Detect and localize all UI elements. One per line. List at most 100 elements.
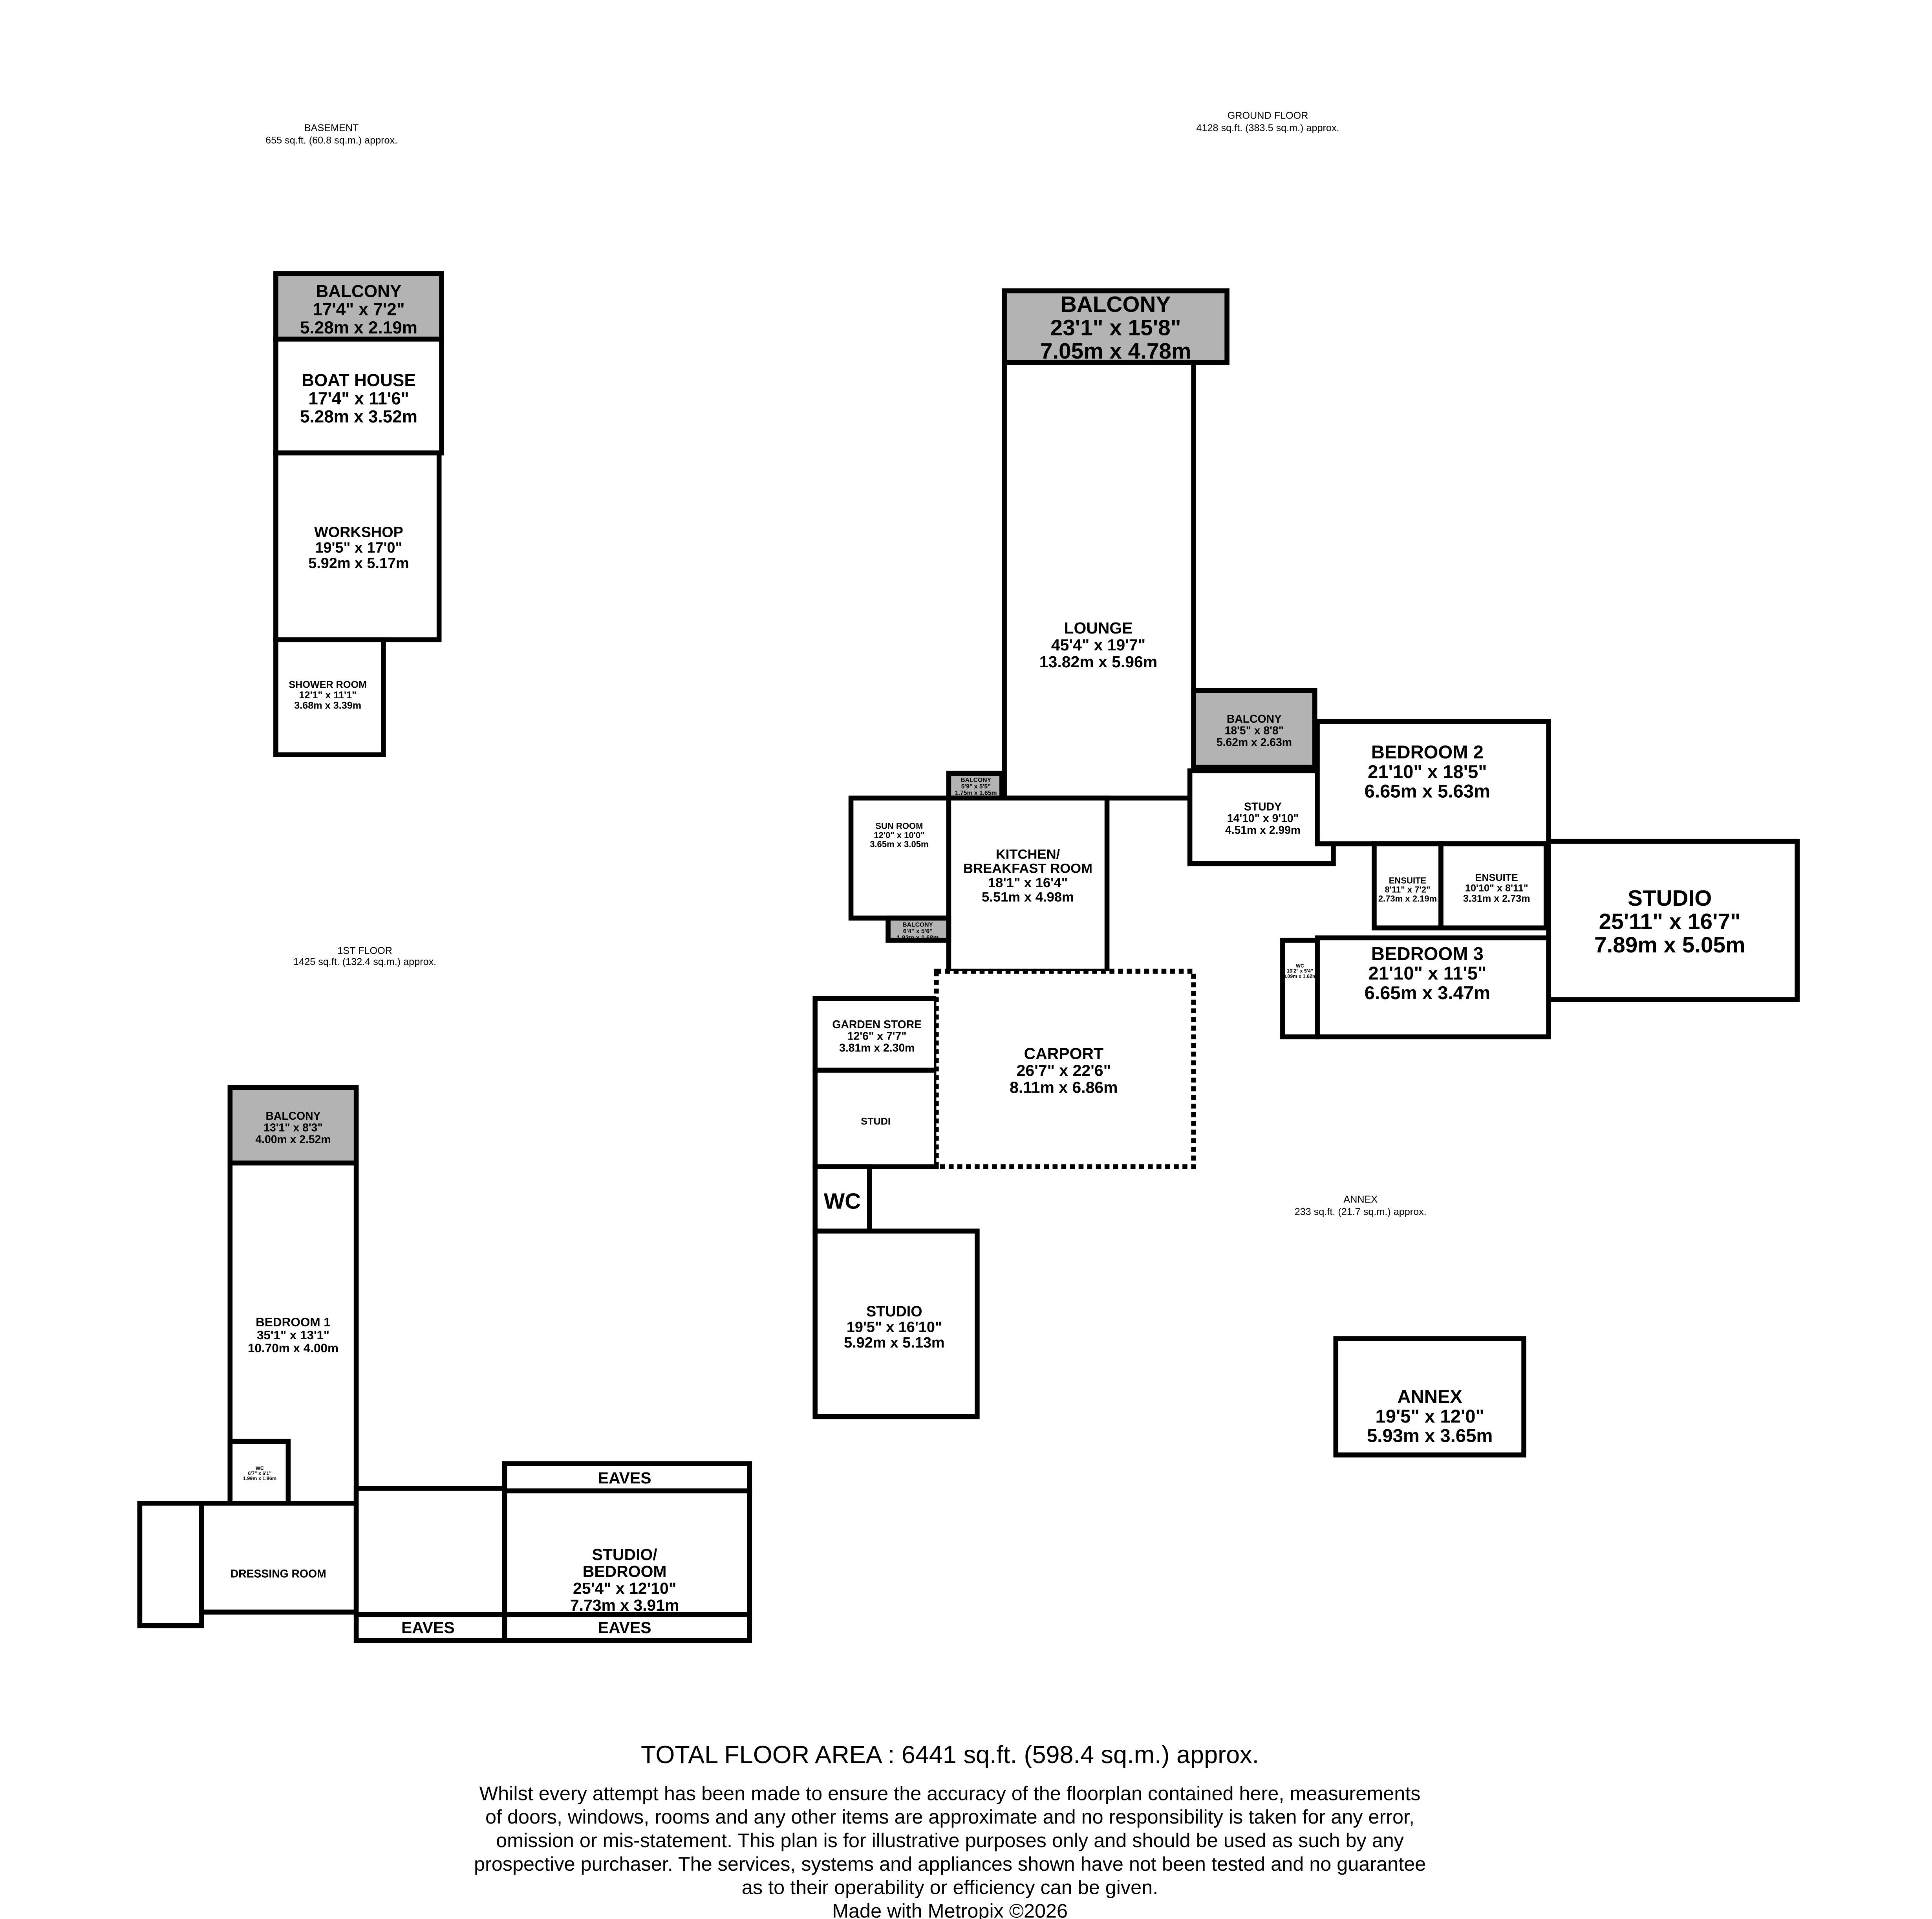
room-metric-size: 13.82m x 5.96m [1039, 653, 1157, 671]
room-metric-size: 5.28m x 2.19m [300, 318, 417, 337]
room-studio [812, 1229, 980, 1419]
room-name: BEDROOM 3 [1371, 944, 1484, 965]
room-imperial-size: 25'4" x 12'10" [573, 1579, 676, 1597]
floor-title-basement: BASEMENT [304, 123, 359, 134]
room-annex [1333, 1336, 1526, 1458]
room-metric-size: 3.31m x 2.73m [1463, 893, 1530, 904]
room-metric-size: 5.28m x 3.52m [300, 407, 417, 427]
disclaimer-line: Whilst every attempt has been made to en… [479, 1782, 1421, 1804]
room-name: EAVES [598, 1469, 651, 1487]
room-name: SUN ROOM [875, 821, 923, 831]
room-room [353, 1486, 507, 1617]
room-metric-size: 7.73m x 3.91m [570, 1596, 679, 1614]
room-metric-size: 3.68m x 3.39m [294, 700, 361, 711]
room-name: ENSUITE [1389, 875, 1426, 885]
room-name: CARPORT [1024, 1045, 1103, 1063]
room-name: BEDROOM 1 [256, 1315, 331, 1329]
room-name: WC [824, 1189, 861, 1214]
room-imperial-size: 18'1" x 16'4" [988, 875, 1068, 890]
room-imperial-size: 8'11" x 7'2" [1385, 884, 1431, 894]
room-metric-size: 5.92m x 5.17m [308, 555, 409, 572]
room-imperial-size: 12'0" x 10'0" [874, 830, 924, 840]
room-imperial-size: 21'10" x 11'5" [1368, 963, 1486, 984]
room-metric-size: 7.05m x 4.78m [1040, 339, 1191, 364]
room-name: BOAT HOUSE [302, 371, 416, 390]
room-study [1187, 768, 1336, 866]
room-imperial-size: 19'5" x 16'10" [847, 1319, 942, 1335]
room-name: ENSUITE [1475, 872, 1518, 883]
room-metric-size: 1.99m x 1.86m [243, 1476, 276, 1481]
room-studi [812, 1068, 939, 1169]
room-name: STUDI [861, 1116, 891, 1127]
room-name: WORKSHOP [314, 524, 403, 540]
room-metric-size: 5.62m x 2.63m [1217, 736, 1292, 749]
room-name: LOUNGE [1064, 619, 1132, 637]
room-eaves [502, 1612, 752, 1643]
room-imperial-size: 12'1" x 11'1" [299, 690, 357, 701]
room-metric-size: 4.00m x 2.52m [255, 1133, 331, 1146]
room-imperial-size: 6'7" x 6'1" [248, 1471, 272, 1476]
room-imperial-size: 17'4" x 11'6" [308, 389, 409, 408]
room-name: BALCONY [1061, 292, 1171, 317]
room-carport [934, 969, 1196, 1169]
room-imperial-size: 35'1" x 13'1" [257, 1328, 329, 1342]
disclaimer-line: omission or mis-statement. This plan is … [496, 1829, 1404, 1851]
room-name: BALCONY [316, 282, 401, 301]
room-imperial-size: 14'10" x 9'10" [1227, 812, 1299, 825]
room-metric-size: 5.51m x 4.98m [982, 890, 1074, 905]
room-lounge [1002, 360, 1196, 801]
room-name: BALCONY [961, 777, 991, 784]
rooms-layer [137, 271, 1800, 1643]
room-imperial-size: 17'4" x 7'2" [313, 300, 404, 319]
room-metric-size: 5.92m x 5.13m [844, 1335, 944, 1351]
floor-area-basement: 655 sq.ft. (60.8 sq.m.) approx. [265, 135, 397, 146]
room-name: GARDEN STORE [832, 1018, 922, 1031]
room-wc [227, 1439, 291, 1506]
room-metric-size: 5.93m x 3.65m [1367, 1425, 1493, 1446]
room-name: SHOWER ROOM [289, 679, 367, 690]
room-name: BALCONY [265, 1110, 320, 1122]
room-dressing-room [199, 1501, 359, 1615]
room-metric-size: 1.75m x 1.65m [955, 790, 997, 797]
room-metric-size: 7.89m x 5.05m [1594, 933, 1745, 958]
floor-area-first: 1425 sq.ft. (132.4 sq.m.) approx. [293, 956, 436, 967]
room-metric-size: 10.70m x 4.00m [248, 1341, 338, 1355]
room-imperial-size: 12'6" x 7'7" [847, 1030, 907, 1043]
room-name: WC [1296, 963, 1304, 969]
room-name: BALCONY [902, 922, 933, 928]
room-shower-room [273, 637, 386, 758]
room-name: STUDY [1244, 800, 1282, 813]
room-name: EAVES [401, 1619, 455, 1637]
room-wc [1280, 938, 1320, 1040]
room-imperial-size: 25'11" x 16'7" [1599, 910, 1741, 934]
room-imperial-size: 18'5" x 8'8" [1225, 725, 1284, 737]
disclaimer-line: of doors, windows, rooms and any other i… [485, 1805, 1414, 1828]
room-name: BEDROOM 2 [1371, 742, 1484, 763]
room-name: BREAKFAST ROOM [963, 861, 1092, 876]
room-imperial-size: 45'4" x 19'7" [1051, 636, 1145, 654]
metropix-credit: Made with Metropix ©2026 [832, 1900, 1068, 1919]
floor-title-ground: GROUND FLOOR [1228, 110, 1308, 121]
room-name: WC [256, 1465, 264, 1471]
room-name: STUDIO/ [592, 1545, 657, 1564]
floor-title-first: 1ST FLOOR [337, 945, 392, 956]
room-metric-size: 3.65m x 3.05m [870, 839, 928, 849]
room-imperial-size: 5'9" x 5'5" [961, 784, 991, 790]
room-imperial-size: 19'5" x 17'0" [315, 540, 402, 556]
room-metric-size: 6.65m x 5.63m [1365, 781, 1490, 802]
room-eaves [353, 1612, 507, 1643]
room-imperial-size: 23'1" x 15'8" [1050, 316, 1181, 341]
room-name: STUDIO [866, 1304, 922, 1320]
room-metric-size: 1.93m x 1.68m [897, 935, 939, 941]
floor-area-ground: 4128 sq.ft. (383.5 sq.m.) approx. [1197, 123, 1339, 134]
room-room [137, 1501, 204, 1628]
room-imperial-size: 13'1" x 8'3" [263, 1122, 323, 1134]
total-floor-area: TOTAL FLOOR AREA : 6441 sq.ft. (598.4 sq… [641, 1741, 1259, 1769]
room-name: ANNEX [1398, 1386, 1463, 1407]
room-name: STUDIO [1628, 886, 1712, 911]
room-imperial-size: 6'4" x 5'6" [903, 928, 933, 935]
room-studio [1546, 839, 1800, 1002]
room-name: DRESSING ROOM [231, 1567, 326, 1580]
room-metric-size: 2.73m x 2.19m [1378, 894, 1437, 904]
